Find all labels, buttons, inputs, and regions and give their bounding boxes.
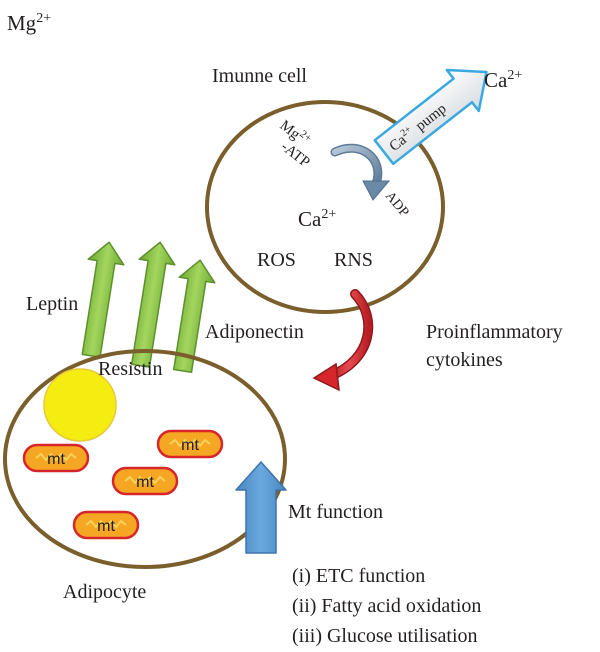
ros-label: ROS — [257, 249, 296, 271]
mitochondrion: mt — [156, 429, 224, 459]
mt-function-item: (ii) Fatty acid oxidation — [292, 595, 481, 617]
mt-function-item: (i) ETC function — [292, 565, 425, 587]
resistin-label: Resistin — [98, 358, 162, 380]
corner-mg-charge: 2+ — [36, 11, 51, 26]
corner-mg-ion: Mg2+ — [7, 11, 51, 35]
cytokine-arrow — [312, 289, 374, 392]
atp-hydrolysis-arrow — [330, 143, 391, 201]
immune-cell-title: Imunne cell — [212, 65, 307, 87]
mt-function-title: Mt function — [288, 501, 383, 523]
leptin-label: Leptin — [26, 293, 78, 315]
adipocyte: mt mt mt mt Adipocyte — [3, 349, 287, 603]
adipocyte-membrane — [3, 349, 287, 569]
ca-output-ion: Ca2+ — [484, 68, 522, 92]
rns-label: RNS — [334, 249, 373, 271]
mg-atp-label: Mg2+-ATP — [267, 115, 325, 171]
mt-function-arrow — [235, 461, 287, 554]
secretion-arrows — [81, 241, 216, 374]
lipid-droplet — [43, 368, 117, 442]
adp-label: ADP — [382, 189, 412, 220]
resistin-arrow — [130, 241, 176, 368]
immune-cell-membrane — [205, 100, 445, 314]
mitochondrion: mt — [22, 443, 90, 473]
adiponectin-arrow — [172, 259, 216, 374]
adiponectin-label: Adiponectin — [205, 321, 304, 343]
mitochondrion: mt — [72, 510, 140, 540]
mt-function-item: (iii) Glucose utilisation — [292, 625, 478, 647]
mitochondrion-label: mt — [47, 451, 65, 468]
mitochondrion-label: mt — [97, 518, 115, 535]
immune-cell: Imunne cell Mg2+-ATP ADP Ca2+ ROS RNS — [205, 65, 445, 314]
mitochondrion-label: mt — [136, 474, 154, 491]
immune-ca-ion: Ca2+ — [298, 207, 336, 231]
ca-pump-arrow: Ca2+pump — [373, 68, 488, 166]
proinflammatory-label: Proinflammatory cytokines — [426, 321, 568, 371]
mitochondrion-label: mt — [181, 437, 199, 454]
mitochondrion: mt — [111, 466, 179, 496]
leptin-arrow — [81, 241, 125, 358]
adipocyte-title: Adipocyte — [63, 581, 146, 603]
